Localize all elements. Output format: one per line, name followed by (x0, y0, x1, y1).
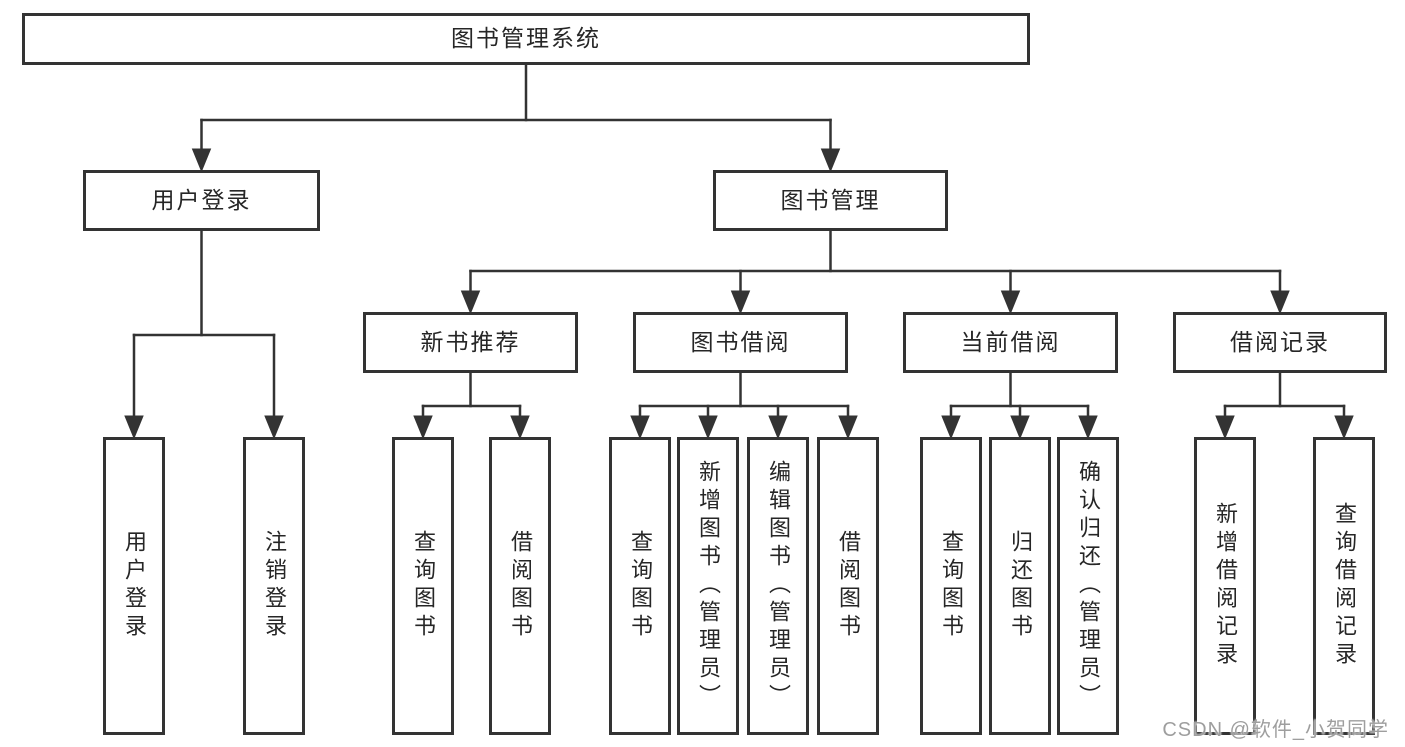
arrowhead (1270, 290, 1290, 315)
node-label-new-book-recommend: 新书推荐 (420, 328, 521, 355)
arrowhead (1334, 415, 1354, 440)
node-label-book-borrow: 图书借阅 (690, 328, 791, 355)
node-label-confirm-return-admin: 确认归还（管理员） (1076, 460, 1101, 712)
node-label-book-mgmt: 图书管理 (780, 186, 881, 213)
arrowhead (941, 415, 961, 440)
node-borrow-books-recommend: 借阅图书 (489, 437, 551, 735)
node-label-borrow-books-recommend: 借阅图书 (508, 530, 533, 642)
arrowhead (820, 148, 841, 173)
node-label-system: 图书管理系统 (451, 25, 601, 52)
node-add-borrow-record: 新增借阅记录 (1194, 437, 1256, 735)
node-confirm-return-admin: 确认归还（管理员） (1057, 437, 1119, 735)
watermark: CSDN @软件_小贺同学 (1162, 719, 1389, 741)
node-label-edit-books-admin: 编辑图书（管理员） (766, 460, 791, 712)
arrowhead (1000, 290, 1021, 315)
node-borrow-records: 借阅记录 (1173, 312, 1387, 373)
arrowhead (838, 415, 858, 440)
node-label-current-borrow: 当前借阅 (960, 328, 1061, 355)
arrowhead (698, 415, 718, 440)
arrowhead (460, 290, 481, 315)
arrowhead (768, 415, 788, 440)
node-label-user-login-leaf: 用户登录 (122, 530, 147, 642)
node-add-books-admin: 新增图书（管理员） (677, 437, 739, 735)
node-label-query-books-current: 查询图书 (939, 530, 964, 642)
node-system: 图书管理系统 (22, 13, 1030, 65)
arrowhead (191, 148, 212, 173)
node-query-books-borrow: 查询图书 (609, 437, 671, 735)
arrowhead (1215, 415, 1235, 440)
node-book-borrow: 图书借阅 (633, 312, 848, 373)
node-label-return-books: 归还图书 (1008, 530, 1033, 642)
node-label-borrow-books-borrow: 借阅图书 (836, 530, 861, 642)
arrowhead (730, 290, 751, 315)
arrowhead (124, 415, 144, 440)
node-label-query-books-recommend: 查询图书 (411, 530, 436, 642)
node-query-books-recommend: 查询图书 (392, 437, 454, 735)
node-logout: 注销登录 (243, 437, 305, 735)
node-book-mgmt: 图书管理 (713, 170, 948, 231)
arrowhead (510, 415, 530, 440)
node-label-query-borrow-record: 查询借阅记录 (1332, 502, 1357, 670)
node-current-borrow: 当前借阅 (903, 312, 1118, 373)
arrowhead (413, 415, 433, 440)
node-borrow-books-borrow: 借阅图书 (817, 437, 879, 735)
node-query-borrow-record: 查询借阅记录 (1313, 437, 1375, 735)
node-new-book-recommend: 新书推荐 (363, 312, 578, 373)
node-user-login: 用户登录 (83, 170, 320, 231)
node-return-books: 归还图书 (989, 437, 1051, 735)
node-label-add-borrow-record: 新增借阅记录 (1213, 502, 1238, 670)
arrowhead (630, 415, 650, 440)
node-label-user-login: 用户登录 (151, 186, 252, 213)
node-edit-books-admin: 编辑图书（管理员） (747, 437, 809, 735)
node-label-logout: 注销登录 (262, 530, 287, 642)
node-user-login-leaf: 用户登录 (103, 437, 165, 735)
arrowhead (1078, 415, 1098, 440)
arrowhead (264, 415, 284, 440)
node-label-add-books-admin: 新增图书（管理员） (696, 460, 721, 712)
node-query-books-current: 查询图书 (920, 437, 982, 735)
node-label-borrow-records: 借阅记录 (1230, 328, 1330, 355)
node-label-query-books-borrow: 查询图书 (628, 530, 653, 642)
arrowhead (1010, 415, 1030, 440)
